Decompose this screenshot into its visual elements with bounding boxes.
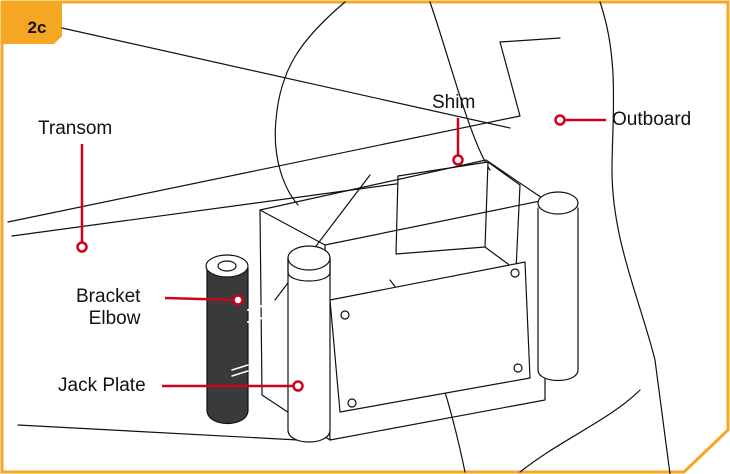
outboard-right-edge: [599, 1, 671, 474]
jack-plate-label: Jack Plate: [58, 375, 146, 396]
outboard-callout-dot: [554, 114, 566, 126]
step-tag: 2c: [27, 18, 47, 37]
transom-surface-edge: [7, 37, 561, 223]
right-post: [537, 207, 579, 381]
outboard-label: Outboard: [612, 109, 692, 130]
right-bottom-curve: [519, 389, 641, 473]
bracket-elbow-label-line1: Bracket: [76, 286, 141, 307]
left-post: [287, 257, 331, 443]
outboard-leading-edge: [429, 1, 491, 171]
bracket-elbow-body: [206, 267, 249, 424]
transom-label: Transom: [38, 118, 113, 139]
transom-callout-dot: [76, 241, 88, 253]
shim-label: Shim: [432, 92, 476, 113]
bracket-elbow-label-line2: Elbow: [88, 308, 141, 329]
transom-top-edge: [61, 27, 511, 129]
outboard-outline: [274, 1, 346, 206]
jack-plate-panel: [329, 261, 531, 413]
step-tag-background: [2, 2, 62, 44]
bracket-elbow-callout-dot: [232, 294, 244, 306]
jack-plate-callout-dot: [292, 380, 304, 392]
shim-callout-dot: [452, 154, 464, 166]
bracket-elbow-label: Bracket Elbow: [76, 286, 140, 330]
floor-line: [17, 424, 299, 441]
transom-bottom-edge: [11, 175, 456, 237]
shim-part: [395, 161, 489, 255]
bracket-elbow-callout-line: [164, 296, 237, 302]
